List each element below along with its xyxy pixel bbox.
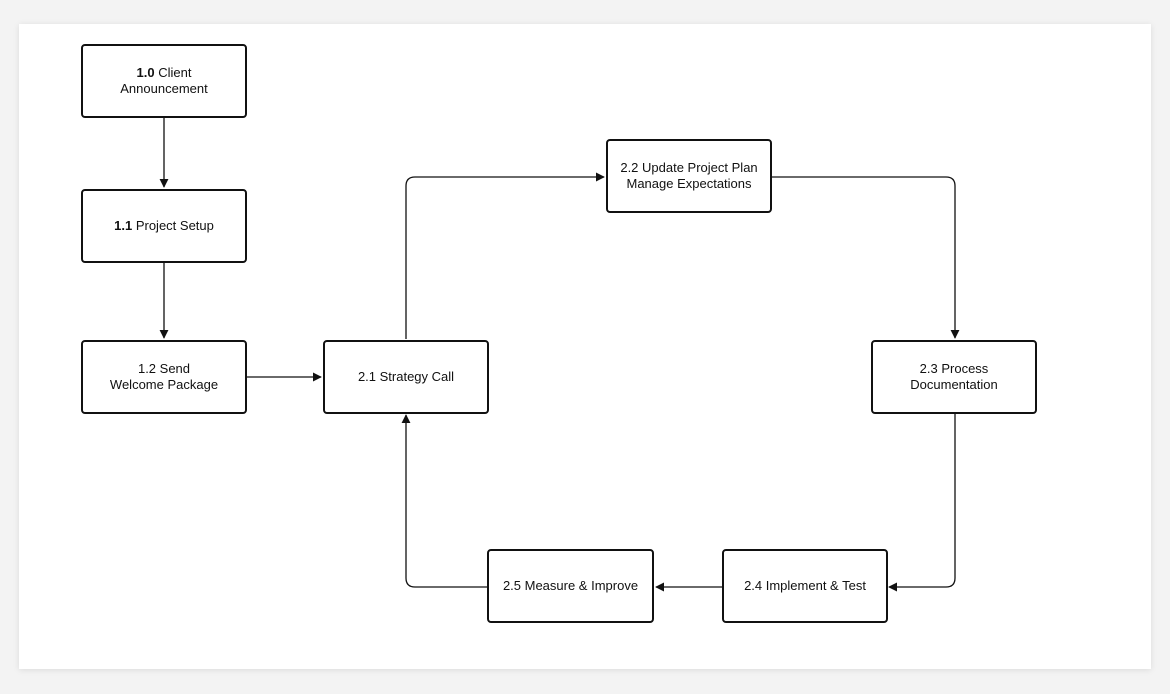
- node-2-4-implement-and-test[interactable]: 2.4 Implement & Test: [722, 549, 888, 623]
- node-1-0-line-1: Client: [158, 65, 192, 80]
- node-2-2-line-2: Manage Expectations: [626, 176, 752, 191]
- node-1-2-line-1: 1.2 Send: [137, 361, 191, 376]
- edge-2-1-to-2-2: [405, 172, 605, 339]
- edge-2-3-to-2-4: [888, 413, 956, 592]
- node-2-4-line-1: 2.4 Implement & Test: [744, 578, 866, 593]
- node-1-0-line-2: Announcement: [120, 81, 208, 96]
- node-2-3-process-documentation[interactable]: 2.3 Process Documentation: [871, 340, 1037, 414]
- node-2-3-line-2: Documentation: [910, 377, 998, 392]
- node-1-0-number: 1.0: [136, 65, 155, 80]
- node-2-1-line-1: 2.1 Strategy Call: [357, 369, 455, 384]
- node-2-5-measure-and-improve[interactable]: 2.5 Measure & Improve: [487, 549, 654, 623]
- node-1-0-client-announcement[interactable]: 1.0 Client Announcement: [81, 44, 247, 118]
- node-1-2-line-2: Welcome Package: [109, 377, 219, 392]
- node-1-1-number: 1.1: [114, 218, 133, 233]
- node-2-2-line-1: 2.2 Update Project Plan: [620, 160, 758, 175]
- node-2-5-line-1: 2.5 Measure & Improve: [502, 578, 639, 593]
- node-1-2-send-welcome-package[interactable]: 1.2 Send Welcome Package: [81, 340, 247, 414]
- edge-2-2-to-2-3: [772, 176, 960, 339]
- edge-2-5-to-2-1: [401, 414, 488, 588]
- node-2-2-update-project-plan[interactable]: 2.2 Update Project Plan Manage Expectati…: [606, 139, 772, 213]
- node-2-1-strategy-call[interactable]: 2.1 Strategy Call: [323, 340, 489, 414]
- node-1-1-project-setup[interactable]: 1.1 Project Setup: [81, 189, 247, 263]
- node-2-3-line-1: 2.3 Process: [919, 361, 989, 376]
- node-1-1-line-1: Project Setup: [135, 218, 214, 233]
